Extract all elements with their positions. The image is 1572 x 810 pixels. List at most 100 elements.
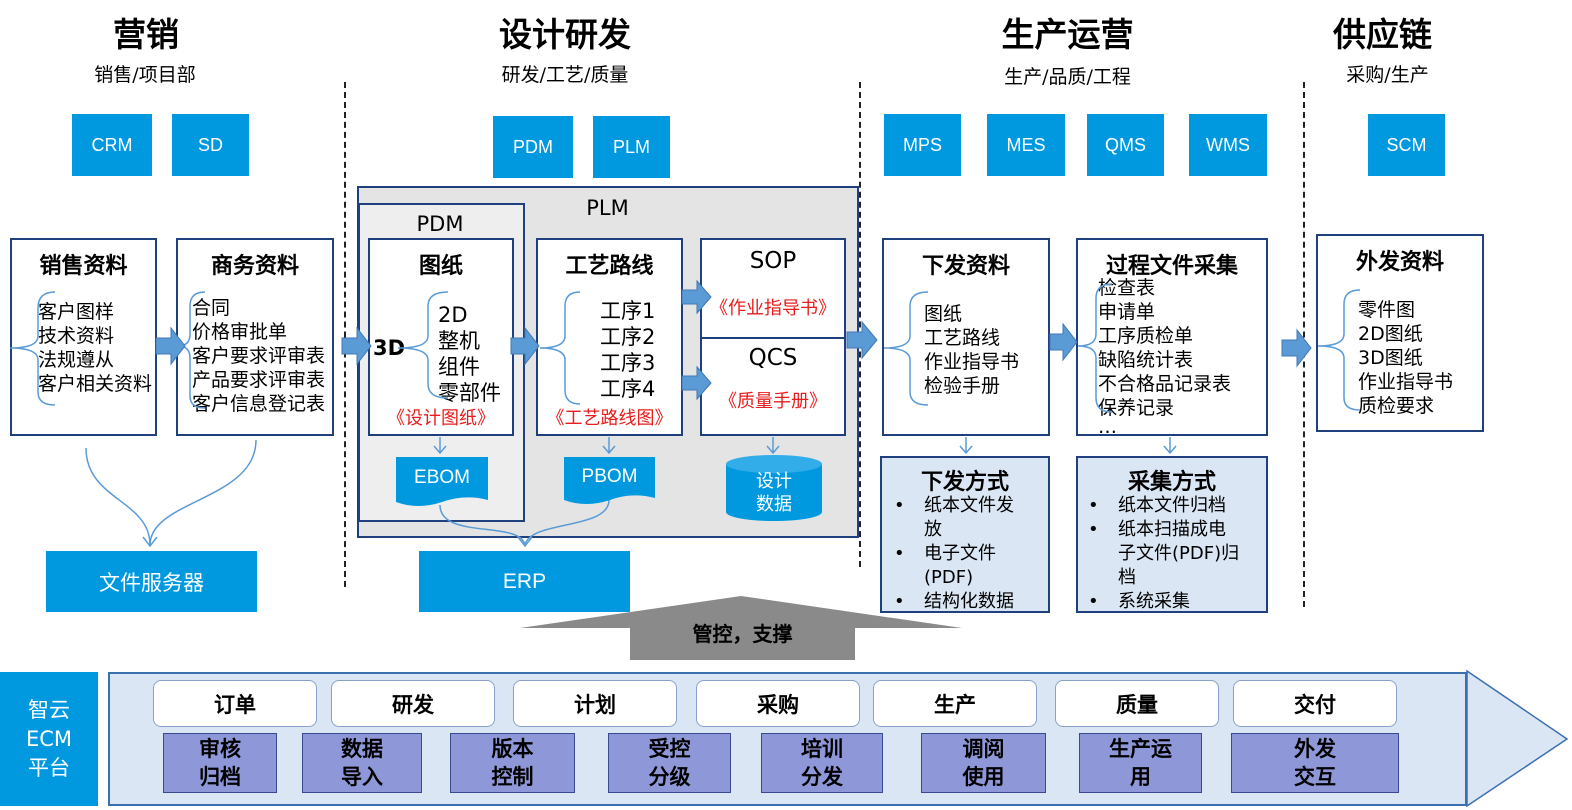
tab-quality: 质量 xyxy=(1055,680,1219,727)
arrow-drawing-ebom xyxy=(433,437,447,455)
list-item: •纸本文件归档 xyxy=(1088,495,1226,516)
list-item: 整机 xyxy=(438,329,480,353)
issue-docs-list: 图纸 工艺路线 作业指导书 检验手册 xyxy=(924,302,1019,398)
system-sd: SD xyxy=(172,114,249,176)
route-title: 工艺路线 xyxy=(565,254,654,279)
process-docs-title: 过程文件采集 xyxy=(1105,254,1238,279)
list-item: 作业指导书 xyxy=(1358,371,1454,393)
process-docs-list: 检查表 申请单 工序质检单 缺陷统计表 不合格品记录表 保养记录 … xyxy=(1098,276,1232,438)
list-item: 缺陷统计表 xyxy=(1098,349,1194,371)
arrow-route-sop xyxy=(681,279,712,315)
column-sub-rd: 研发/工艺/质量 xyxy=(501,64,629,86)
support-arrow xyxy=(520,596,962,660)
list-item: 工序2 xyxy=(600,325,656,349)
business-docs-panel: 商务资料 合同 价格审批单 客户要求评审表 产品要求评审表 客户信息登记表 xyxy=(176,238,334,436)
design-data-cylinder xyxy=(726,455,822,521)
collect-method-list: •纸本文件归档 •纸本扫描成电子文件(PDF)归档 •系统采集 xyxy=(1088,494,1239,614)
list-item: 价格审批单 xyxy=(192,321,288,343)
pbom-shape xyxy=(564,457,655,504)
pdm-label: PDM xyxy=(416,212,464,236)
list-item: 2D图纸 xyxy=(1358,323,1423,345)
drawing-panel: 图纸 3D 2D 整机 组件 零部件 《设计图纸》 xyxy=(368,238,514,436)
tab-delivery: 交付 xyxy=(1233,680,1397,727)
plm-label: PLM xyxy=(586,196,629,220)
list-item: 工艺路线 xyxy=(924,327,1001,349)
issue-method-list: •纸本文件发放 •电子文件(PDF) •结构化数据 xyxy=(894,494,1014,614)
list-item: … xyxy=(1098,416,1117,438)
curve-ebom-erp xyxy=(439,504,526,546)
tab-rd: 研发 xyxy=(331,680,495,727)
separator-1 xyxy=(344,82,346,587)
drawing-doc-label: 《设计图纸》 xyxy=(387,408,495,429)
list-item: 工序1 xyxy=(600,299,656,323)
function-review-archive: 审核归档 xyxy=(163,733,277,793)
list-item: •纸本扫描成电子文件(PDF)归档 xyxy=(1088,519,1240,588)
tab-order: 订单 xyxy=(153,680,317,727)
issue-docs-title: 下发资料 xyxy=(921,254,1010,279)
sales-brace xyxy=(9,291,56,406)
system-plm: PLM xyxy=(593,116,670,178)
tab-production: 生产 xyxy=(873,680,1037,727)
list-item: •纸本文件发放 xyxy=(894,495,1014,540)
outsource-docs-list: 零件图 2D图纸 3D图纸 作业指导书 质检要求 xyxy=(1358,298,1453,418)
function-access-use: 调阅使用 xyxy=(921,733,1046,793)
column-sub-production: 生产/品质/工程 xyxy=(1004,66,1131,88)
file-server-box: 文件服务器 xyxy=(46,551,257,612)
arrow-process-outsource xyxy=(1281,328,1312,368)
outsource-docs-title: 外发资料 xyxy=(1355,250,1444,275)
system-mps: MPS xyxy=(884,114,961,176)
sop-panel: SOP 《作业指导书》 xyxy=(700,238,846,339)
curve-sales-fileserver xyxy=(85,447,151,546)
list-item: •结构化数据 xyxy=(894,591,1014,612)
list-item: 法规遵从 xyxy=(38,349,115,371)
sales-docs-panel: 销售资料 客户图样 技术资料 法规遵从 客户相关资料 xyxy=(10,238,157,436)
route-list: 工序1 工序2 工序3 工序4 xyxy=(600,298,655,402)
collect-method-panel: 采集方式 •纸本文件归档 •纸本扫描成电子文件(PDF)归档 •系统采集 xyxy=(1076,456,1268,613)
issue-method-title: 下发方式 xyxy=(920,470,1009,495)
list-item: 保养记录 xyxy=(1098,397,1175,419)
column-title-production: 生产运营 xyxy=(1001,15,1134,54)
list-item: 检验手册 xyxy=(924,375,1001,397)
system-crm: CRM xyxy=(72,114,152,176)
separator-2 xyxy=(859,82,861,567)
system-mes: MES xyxy=(987,114,1065,176)
qcs-panel: QCS 《质量手册》 xyxy=(700,337,846,436)
system-qms: QMS xyxy=(1087,114,1164,176)
list-item: 客户相关资料 xyxy=(38,373,153,395)
list-item: 检查表 xyxy=(1098,277,1156,299)
drawing-title: 图纸 xyxy=(418,254,463,279)
drawing-list: 2D 整机 组件 零部件 xyxy=(438,302,501,406)
platform-chevron xyxy=(1466,669,1569,808)
business-docs-title: 商务资料 xyxy=(210,254,299,279)
list-item: 质检要求 xyxy=(1358,395,1435,417)
arrow-sales-business xyxy=(155,326,186,366)
drawing-brace xyxy=(397,291,449,399)
list-item: 2D xyxy=(438,303,468,327)
column-title-rd: 设计研发 xyxy=(499,15,631,54)
qcs-doc-label: 《质量手册》 xyxy=(719,391,827,412)
list-item: 不合格品记录表 xyxy=(1098,373,1232,395)
tab-plan: 计划 xyxy=(513,680,677,727)
arrow-issue-process xyxy=(1049,322,1078,362)
arrow-drawing-route xyxy=(510,326,540,366)
arrow-route-qcs xyxy=(681,365,712,401)
list-item: 工序质检单 xyxy=(1098,325,1194,347)
issue-method-panel: 下发方式 •纸本文件发放 •电子文件(PDF) •结构化数据 xyxy=(880,456,1050,613)
arrow-qcs-data xyxy=(766,437,780,455)
column-title-supply: 供应链 xyxy=(1333,15,1432,54)
business-docs-list: 合同 价格审批单 客户要求评审表 产品要求评审表 客户信息登记表 xyxy=(192,296,325,416)
list-item: 作业指导书 xyxy=(924,351,1020,373)
process-brace xyxy=(1077,283,1113,413)
function-training-distribution: 培训分发 xyxy=(761,733,883,793)
list-item: •电子文件(PDF) xyxy=(894,543,996,588)
list-item: 申请单 xyxy=(1098,301,1156,323)
arrow-route-pbom xyxy=(602,437,616,455)
column-sub-supply: 采购/生产 xyxy=(1346,64,1429,86)
pbom-label: PBOM xyxy=(581,466,638,487)
curve-pbom-erp xyxy=(524,499,610,546)
route-doc-label: 《工艺路线图》 xyxy=(546,408,673,429)
outsource-brace xyxy=(1317,289,1361,411)
list-item: 3D图纸 xyxy=(1358,347,1423,369)
